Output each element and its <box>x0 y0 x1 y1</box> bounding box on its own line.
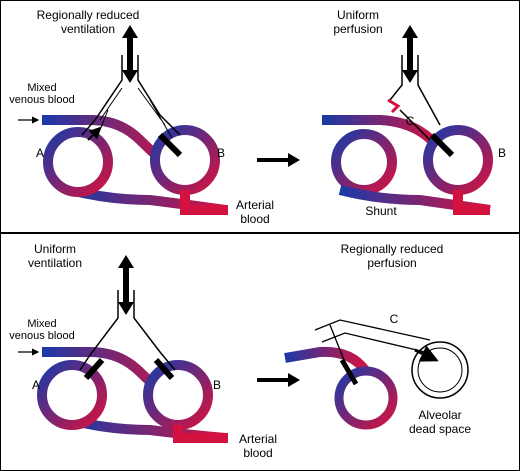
dead-space-label: Alveolar dead space <box>408 408 472 436</box>
bottom-left-diagram <box>18 255 228 443</box>
bottom-mixed-venous-label: Mixed venous blood <box>9 318 75 342</box>
bottom-right-diagram <box>284 319 469 430</box>
top-left-title: Regionally reduced ventilation <box>36 8 140 36</box>
top-right-obstruction <box>387 98 401 114</box>
top-left-alveolus-a <box>43 127 113 197</box>
top-label-a: A <box>35 146 44 160</box>
bottom-region-c-label: C <box>389 312 399 326</box>
bottom-arterial-label: Arterial blood <box>238 432 277 460</box>
bottom-left-alveolus-b <box>143 360 213 430</box>
top-label-b: B <box>216 146 225 160</box>
top-region-c-label: C <box>405 114 415 128</box>
top-right-diagram <box>322 25 493 215</box>
top-right-shunt-alveolus <box>331 129 397 195</box>
top-mixed-venous-label: Mixed venous blood <box>9 82 75 106</box>
bottom-right-perfused-alveolus <box>334 366 398 430</box>
top-right-label-b: B <box>497 146 506 160</box>
panel-divider <box>0 232 520 234</box>
top-left-arterial-outlet <box>180 190 228 215</box>
bottom-left-alveolus-a <box>37 360 107 430</box>
bottom-label-b: B <box>212 378 221 392</box>
top-right-title: Uniform perfusion <box>333 8 383 36</box>
bottom-left-title: Uniform ventilation <box>27 242 83 270</box>
top-left-airway <box>81 55 181 136</box>
bottom-right-title: Regionally reduced perfusion <box>340 242 444 270</box>
bottom-label-a: A <box>31 378 40 392</box>
top-left-diagram <box>18 25 228 215</box>
bottom-right-capillary <box>284 346 369 374</box>
top-right-airway <box>389 55 441 141</box>
top-arterial-label: Arterial blood <box>235 198 274 226</box>
bottom-left-airway <box>79 290 176 371</box>
shunt-label: Shunt <box>365 204 397 218</box>
